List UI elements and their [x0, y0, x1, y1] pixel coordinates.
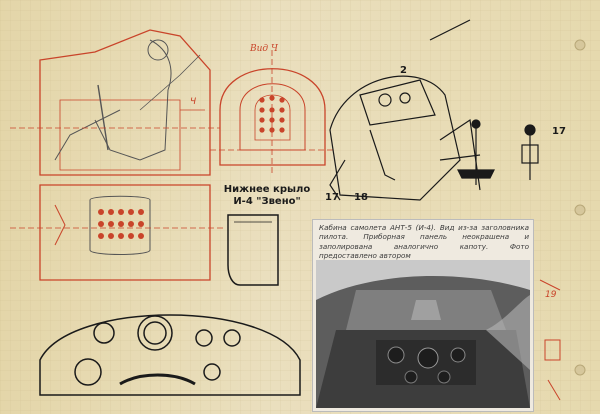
cockpit-detail-drawing	[329, 19, 481, 201]
grid-dots-top	[98, 209, 144, 239]
wing-title-line1: Нижнее крыло	[223, 184, 311, 195]
callout-17b: 17	[552, 126, 566, 137]
wing-title-line2: И-4 "Звено"	[233, 196, 301, 207]
wing-title: Нижнее крыло И-4 "Звено"	[212, 184, 322, 208]
red-edge-marks	[539, 279, 561, 401]
callout-17a: 17	[325, 192, 339, 203]
instrument-panel-drawing	[39, 314, 301, 396]
grid-dots-front	[259, 95, 285, 133]
callout-18: 18	[354, 192, 368, 203]
binder-hole	[574, 204, 586, 216]
view-label: Вид Ч	[250, 44, 278, 54]
photo-panel: Кабина самолета АНТ-5 (И-4). Вид из-за з…	[312, 219, 534, 412]
cockpit-photo-image	[316, 260, 530, 408]
top-view-drawing	[10, 184, 225, 281]
lever-drawing	[457, 119, 539, 185]
wing-section-drawing	[227, 214, 279, 286]
dim-marker: Ч	[190, 97, 196, 107]
photo-caption: Кабина самолета АНТ-5 (И-4). Вид из-за з…	[319, 223, 529, 260]
binder-hole	[574, 39, 586, 51]
binder-hole	[574, 364, 586, 376]
callout-2: 2	[400, 65, 407, 76]
cockpit-photo	[316, 260, 530, 408]
front-view-drawing	[210, 50, 335, 175]
callout-19: 19	[545, 290, 557, 300]
side-view-drawing	[10, 29, 220, 176]
